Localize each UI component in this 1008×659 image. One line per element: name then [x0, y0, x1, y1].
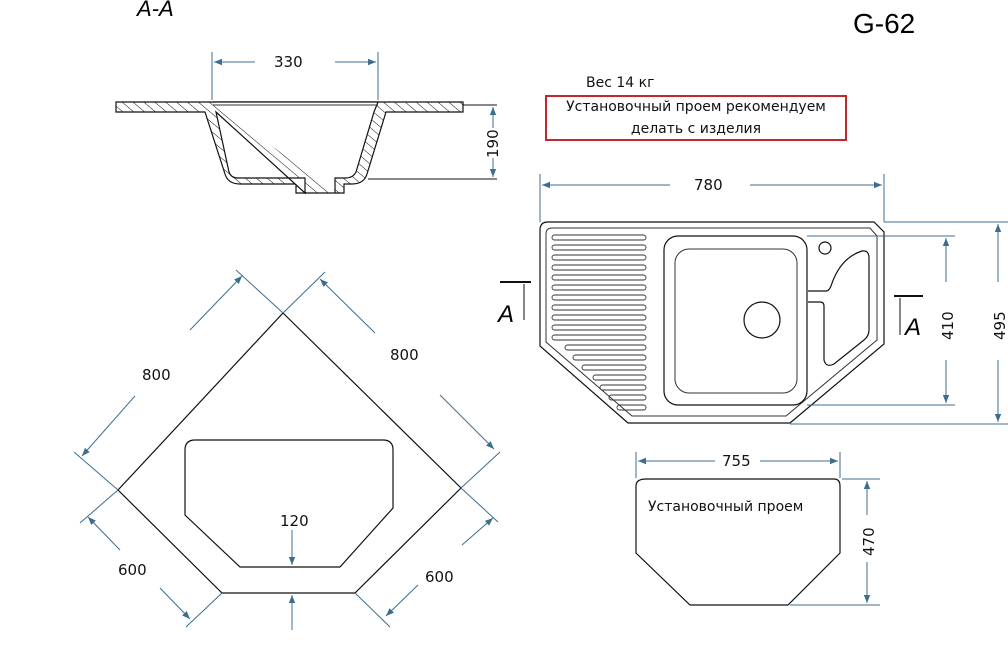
drainboard-rib — [616, 404, 647, 411]
drainboard-rib — [551, 274, 647, 281]
drainboard-rib — [581, 364, 647, 371]
drainboard-rib — [572, 354, 647, 361]
drainboard-rib — [551, 254, 647, 261]
drainboard-rib — [551, 244, 647, 251]
section-marker-left: A — [496, 281, 531, 328]
dim-label: 470 — [860, 527, 878, 556]
weight-label: Вес 14 кг — [586, 75, 654, 91]
drainboard-rib — [564, 344, 647, 351]
dim-label: 190 — [484, 129, 502, 158]
drainboard-rib — [592, 374, 647, 381]
cutout-view: Установочный проем 755 470 — [635, 452, 880, 606]
dimension-495: 495 — [790, 221, 1008, 425]
dim-label: 755 — [722, 452, 751, 470]
dimension-410: 410 — [807, 235, 957, 406]
cutout-label: Установочный проем — [648, 499, 803, 515]
model-title: G-62 — [853, 8, 915, 39]
dimension-190: 190 — [368, 104, 502, 180]
drainboard-rib — [551, 304, 647, 311]
section-view: 330 190 — [115, 52, 502, 195]
corner-plan-view: 800 800 600 600 120 — [73, 269, 501, 630]
drainboard-rib — [599, 384, 647, 391]
dim-label: 800 — [390, 346, 419, 364]
dim-label: 410 — [939, 311, 957, 340]
drainboard-rib — [551, 264, 647, 271]
drainboard-rib — [551, 324, 647, 331]
dim-label: 780 — [694, 176, 723, 194]
dim-label: 495 — [991, 311, 1008, 340]
note-line-1: Установочный проем рекомендуем — [566, 99, 826, 115]
drainboard-rib — [551, 294, 647, 301]
drainboard-rib — [551, 314, 647, 321]
section-title: A-A — [135, 0, 174, 21]
drainboard-rib — [551, 284, 647, 291]
note-box — [545, 95, 847, 141]
section-marker-right: A — [894, 295, 923, 341]
note-line-2: делать с изделия — [631, 121, 761, 137]
drainboard-rib — [551, 334, 647, 341]
dim-label: 330 — [274, 53, 303, 71]
drainboard-rib — [608, 394, 647, 401]
dim-label: 800 — [142, 366, 171, 384]
drain-icon — [743, 301, 781, 339]
drainboard-ribs — [551, 234, 647, 411]
dim-label: 600 — [425, 568, 454, 586]
dimension-330: 330 — [211, 52, 379, 100]
svg-text:A: A — [903, 314, 921, 341]
dimension-780: 780 — [539, 174, 885, 222]
svg-text:A: A — [496, 301, 514, 328]
sink-top-view — [539, 221, 885, 424]
dim-label: 600 — [118, 561, 147, 579]
dim-label: 120 — [280, 512, 309, 530]
tap-hole-icon — [818, 241, 832, 255]
drainboard-rib — [551, 234, 647, 241]
